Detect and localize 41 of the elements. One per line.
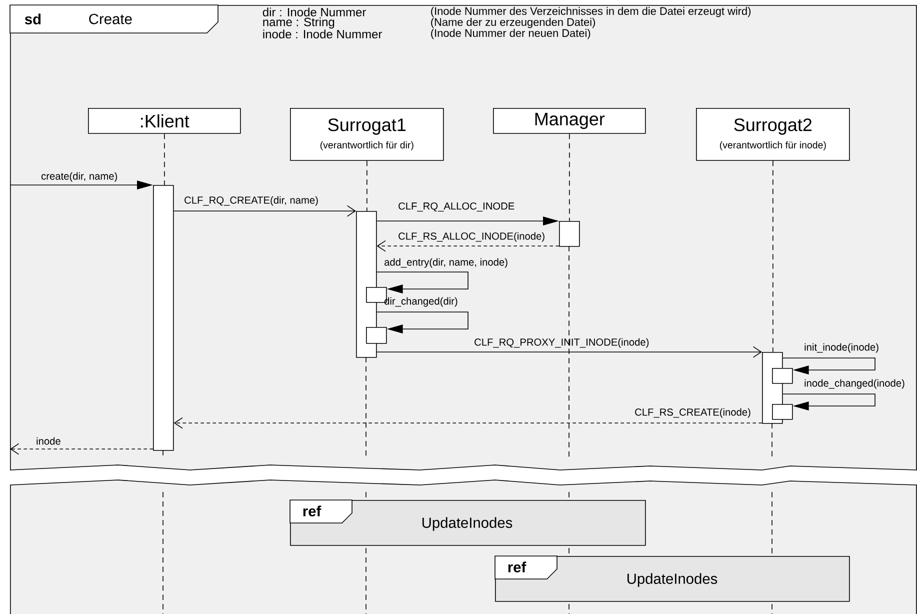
parameter-description: (Inode Nummer des Verzeichnisses in dem die Datei erzeugt wird) [431, 6, 751, 18]
message-label: inode [36, 437, 60, 445]
message-arrow [782, 358, 876, 374]
parameter-text: dir : Inode Nummer [262, 8, 366, 16]
lifeline-head: Manager [493, 108, 646, 134]
ref-frame: ref UpdateInodes [290, 500, 646, 546]
lifeline [569, 133, 570, 222]
ref-frame: ref UpdateInodes [494, 556, 850, 602]
activation-bar [559, 221, 580, 247]
message-arrow [173, 205, 356, 217]
message-label: CLF_RQ_CREATE(dir, name) [184, 196, 318, 206]
lifeline [164, 133, 165, 186]
parameter-text: inode : Inode Nummer [263, 30, 382, 38]
message-label: CLF_RS_CREATE(inode) [635, 408, 750, 418]
lifeline [772, 160, 774, 352]
message-label: add_entry(dir, name, inode) [384, 258, 508, 268]
activation-bar [366, 327, 387, 344]
message-label: create(dir, name) [42, 172, 117, 182]
message-arrow [376, 346, 762, 358]
lifeline-head: :Klient [88, 108, 241, 134]
activation-bar [772, 368, 793, 384]
message-label: CLF_RQ_ALLOC_INODE [398, 202, 514, 212]
lifeline-head: Surrogat2 (verantwortlich für inode) [696, 108, 850, 161]
lifeline-head: Surrogat1 (verantwortlich für dir) [290, 108, 444, 161]
message-arrow [376, 272, 468, 294]
message-label: CLF_RQ_PROXY_INIT_INODE(inode) [474, 338, 649, 348]
parameter-description: (Inode Nummer der neuen Datei) [431, 28, 590, 40]
parameter-description: (Name der zu erzeugenden Datei) [431, 18, 595, 28]
message-arrow [174, 417, 762, 429]
message-arrow [10, 443, 154, 455]
message-label: inode_changed(inode) [804, 379, 904, 389]
parameter-text: name : String [263, 17, 334, 29]
message-arrow [376, 240, 560, 252]
message-label: dir_changed(dir) [384, 297, 458, 307]
activation-bar [772, 404, 793, 420]
lifeline [366, 160, 368, 212]
message-label: CLF_RS_ALLOC_INODE(inode) [398, 232, 544, 242]
message-arrow [782, 394, 876, 410]
message-label: init_inode(inode) [804, 343, 878, 353]
activation-bar [153, 185, 174, 451]
message-arrow [376, 312, 468, 334]
